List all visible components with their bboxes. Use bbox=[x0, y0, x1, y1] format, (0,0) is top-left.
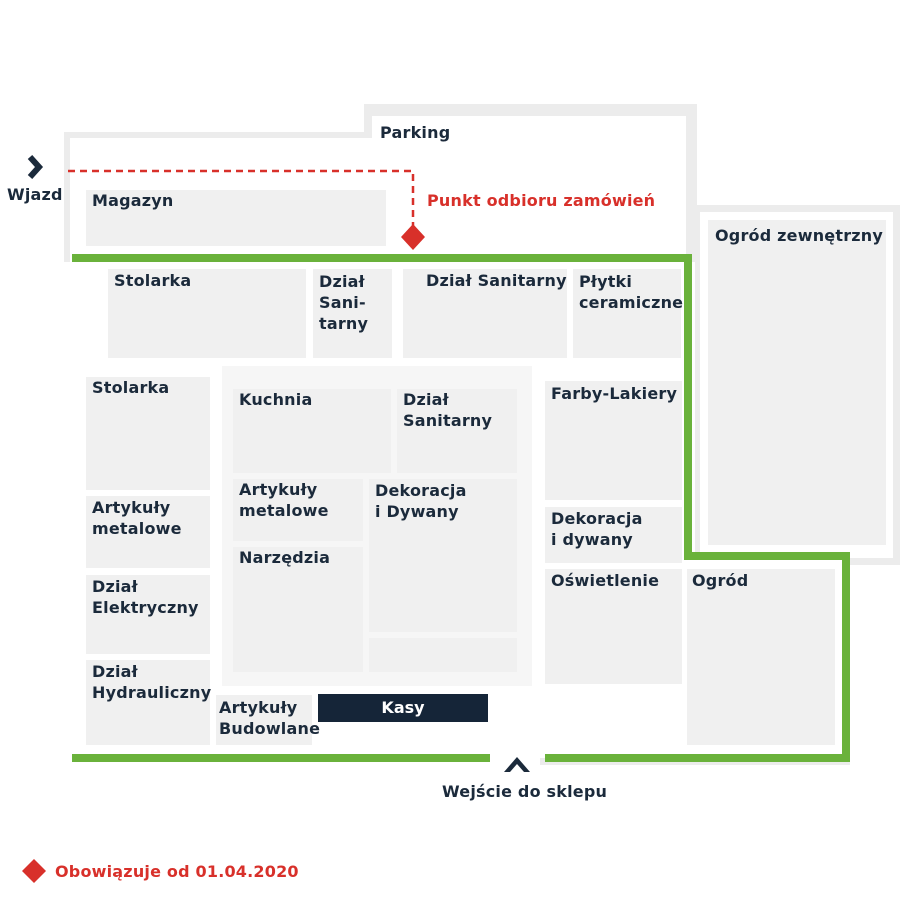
block-farby-lakiery bbox=[545, 381, 682, 500]
block-dzial-hydrauliczny bbox=[86, 660, 210, 745]
block-oswietlenie bbox=[545, 569, 682, 684]
block-narzedzia bbox=[233, 547, 363, 672]
parking-label: Parking bbox=[380, 123, 451, 142]
block-dzial-sanitarny-narrow bbox=[313, 269, 392, 358]
block-dzial-elektryczny bbox=[86, 575, 210, 654]
block-stolarka-top bbox=[108, 269, 306, 358]
entrance-left-label: Wjazd bbox=[7, 185, 63, 204]
label-artykuly-metalowe-left: Artykuły metalowe bbox=[92, 498, 182, 538]
chevron-right-icon bbox=[27, 154, 44, 180]
label-dekoracja-dywany-mid: Dekoracja i Dywany bbox=[375, 481, 467, 521]
block-stolarka-left bbox=[86, 377, 210, 490]
block-artykuly-metalowe-left bbox=[86, 496, 210, 568]
label-artykuly-budowlane: Artykuły Budowlane bbox=[219, 698, 321, 738]
legend-label: Obowiązuje od 01.04.2020 bbox=[55, 862, 299, 881]
label-dzial-sanitarny-mid: Dział Sanitarny bbox=[403, 390, 493, 430]
label-stolarka-left: Stolarka bbox=[92, 378, 170, 397]
block-dekoracja-dywany-mid bbox=[369, 479, 517, 632]
block-unlabeled bbox=[369, 638, 517, 672]
block-dzial-sanitarny-mid bbox=[397, 389, 517, 473]
entrance-chevron-up-icon bbox=[504, 757, 530, 772]
label-oswietlenie: Oświetlenie bbox=[551, 571, 660, 590]
store-outline bbox=[72, 254, 850, 762]
block-kuchnia bbox=[233, 389, 391, 473]
block-ogrod bbox=[687, 569, 835, 745]
pickup-point-label: Punkt odbioru zamówień bbox=[427, 191, 656, 210]
label-dzial-sanitarny-top: Dział Sanitarny bbox=[426, 271, 567, 290]
label-artykuly-metalowe-mid: Artykuły metalowe bbox=[239, 480, 329, 520]
block-plytki bbox=[573, 269, 681, 358]
block-dzial-sanitarny-top bbox=[403, 269, 567, 358]
label-stolarka-top: Stolarka bbox=[114, 271, 192, 290]
warehouse-block bbox=[86, 190, 386, 246]
label-plytki: Płytki ceramiczne bbox=[579, 272, 684, 312]
store-entrance-label: Wejście do sklepu bbox=[442, 782, 608, 801]
label-dzial-elektryczny: Dział Elektryczny bbox=[92, 577, 199, 617]
pickup-route-line bbox=[68, 169, 415, 228]
label-dekoracja-dywany-right: Dekoracja i dywany bbox=[551, 509, 643, 549]
block-artykuly-budowlane bbox=[216, 695, 312, 745]
checkout-kasy: Kasy bbox=[318, 694, 488, 722]
legend-red-diamond-icon bbox=[22, 859, 46, 883]
label-dzial-sanitarny-narrow: Dział Sani- tarny bbox=[319, 272, 369, 333]
label-narzedzia: Narzędzia bbox=[239, 548, 331, 567]
label-dzial-hydrauliczny: Dział Hydrauliczny bbox=[92, 662, 212, 702]
warehouse-label: Magazyn bbox=[92, 191, 174, 210]
block-artykuly-metalowe-mid bbox=[233, 479, 363, 541]
outdoor-garden-label: Ogród zewnętrzny bbox=[715, 226, 884, 245]
block-dekoracja-dywany-right bbox=[545, 507, 682, 563]
label-kuchnia: Kuchnia bbox=[239, 390, 313, 409]
red-diamond-icon bbox=[401, 224, 425, 250]
label-ogrod: Ogród bbox=[692, 571, 749, 590]
outdoor-garden-block bbox=[708, 220, 886, 545]
label-farby-lakiery: Farby-Lakiery bbox=[551, 384, 678, 403]
